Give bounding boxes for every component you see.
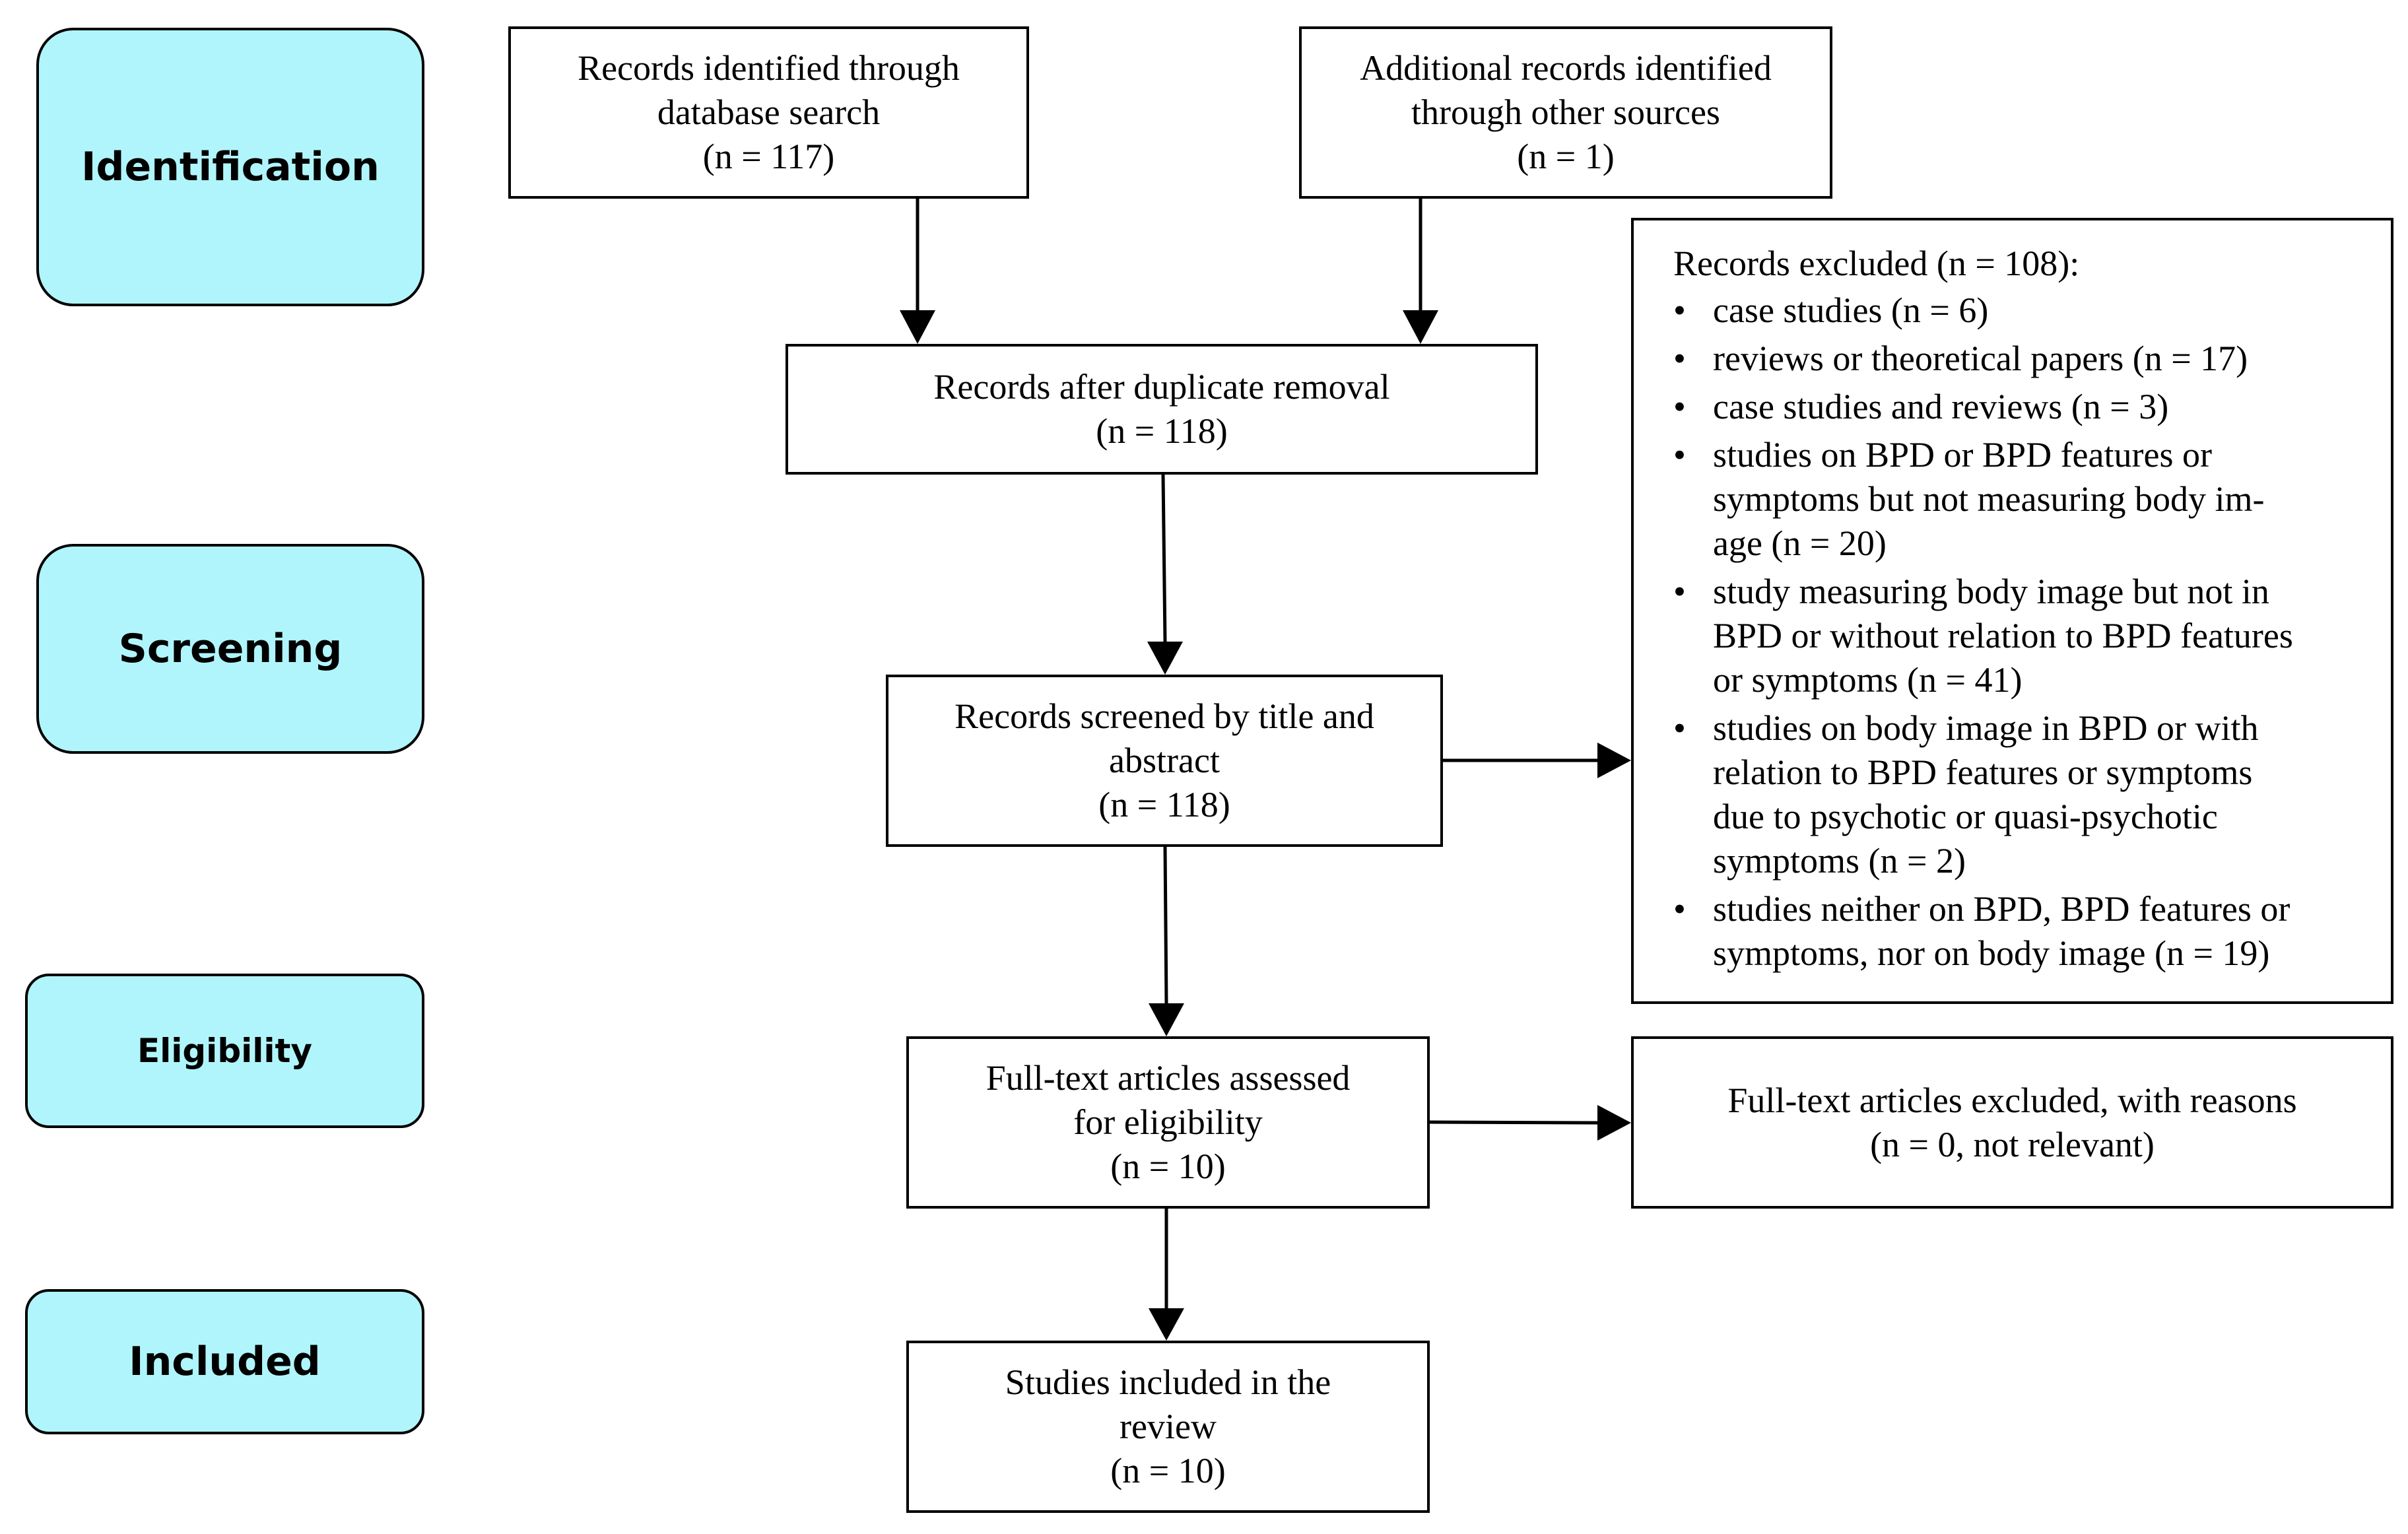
box-line: Records identified through: [578, 48, 960, 88]
box-line: Full-text articles assessed: [986, 1058, 1351, 1098]
arrow-fulltext-to-excluded: [1429, 1120, 1598, 1125]
arrowhead-icon: [900, 310, 935, 344]
box-line: database search: [657, 92, 881, 132]
box-database-search: Records identified through database sear…: [508, 26, 1029, 199]
bullet-icon: •: [1673, 572, 1686, 611]
box-full-text-excluded: Full-text articles excluded, with reason…: [1631, 1036, 2393, 1209]
box-line: Additional records identified: [1360, 48, 1772, 88]
list-item-text: case studies and reviews (n = 3): [1713, 387, 2169, 426]
stage-screening-label: Screening: [118, 626, 343, 672]
bullet-icon: •: [1673, 708, 1686, 748]
list-item: • case studies and reviews (n = 3): [1673, 385, 2364, 429]
records-excluded-list: • case studies (n = 6) • reviews or theore…: [1673, 288, 2364, 976]
box-line: Records after duplicate removal: [933, 367, 1390, 407]
list-item: • studies on BPD or BPD features or sympt…: [1673, 433, 2364, 566]
box-line: (n = 118): [1096, 411, 1228, 451]
list-item: • studies neither on BPD, BPD features or…: [1673, 887, 2364, 976]
box-line: Studies included in the: [1005, 1362, 1331, 1402]
box-line: (n = 118): [1098, 785, 1230, 824]
list-item: • reviews or theoretical papers (n = 17): [1673, 337, 2364, 381]
bullet-icon: •: [1673, 889, 1686, 929]
box-records-excluded: Records excluded (n = 108): • case studie…: [1631, 218, 2393, 1004]
stage-eligibility-label: Eligibility: [137, 1032, 313, 1070]
stage-eligibility: Eligibility: [25, 974, 424, 1128]
box-line: review: [1120, 1407, 1217, 1446]
list-item: • case studies (n = 6): [1673, 288, 2364, 333]
stage-identification: Identification: [36, 28, 424, 306]
list-item-text: study measuring body image but not in BP…: [1713, 572, 2293, 700]
stage-screening: Screening: [36, 544, 424, 754]
box-line: through other sources: [1411, 92, 1720, 132]
bullet-icon: •: [1673, 339, 1686, 378]
bullet-icon: •: [1673, 387, 1686, 426]
records-excluded-heading: Records excluded (n = 108):: [1673, 244, 2080, 283]
list-item-text: case studies (n = 6): [1713, 290, 1989, 330]
box-full-text-assessed: Full-text articles assessed for eligibil…: [906, 1036, 1430, 1209]
arrowhead-icon: [1597, 1105, 1631, 1141]
arrowhead-icon: [1149, 1003, 1184, 1036]
box-line: (n = 1): [1517, 137, 1615, 176]
arrowhead-icon: [1149, 1308, 1184, 1341]
box-line: for eligibility: [1073, 1102, 1263, 1142]
bullet-icon: •: [1673, 290, 1686, 330]
list-item-text: studies on BPD or BPD features or sympto…: [1713, 435, 2265, 563]
bullet-icon: •: [1673, 435, 1686, 475]
box-line: (n = 117): [702, 137, 835, 176]
stage-included: Included: [25, 1289, 424, 1434]
arrowhead-icon: [1597, 743, 1631, 778]
arrowhead-icon: [1403, 310, 1438, 344]
stage-included-label: Included: [129, 1339, 321, 1385]
list-item-text: studies on body image in BPD or with rel…: [1713, 708, 2259, 881]
box-duplicate-removal: Records after duplicate removal (n = 118…: [786, 344, 1538, 475]
arrow-screened-to-fulltext: [1163, 846, 1168, 1004]
list-item: • study measuring body image but not in B…: [1673, 570, 2364, 702]
box-other-sources: Additional records identified through ot…: [1299, 26, 1832, 199]
box-line: Records screened by title and: [954, 696, 1374, 736]
box-line: (n = 10): [1110, 1451, 1226, 1490]
box-included-studies: Studies included in the review (n = 10): [906, 1341, 1430, 1513]
box-screened: Records screened by title and abstract (…: [886, 675, 1443, 847]
arrow-duplicates-to-screened: [1161, 474, 1167, 642]
box-line: (n = 10): [1110, 1147, 1226, 1186]
list-item-text: reviews or theoretical papers (n = 17): [1713, 339, 2248, 378]
box-line: (n = 0, not relevant): [1870, 1124, 2155, 1164]
list-item-text: studies neither on BPD, BPD features or …: [1713, 889, 2291, 973]
box-line: Full-text articles excluded, with reason…: [1727, 1080, 2297, 1120]
list-item: • studies on body image in BPD or with re…: [1673, 706, 2364, 883]
box-line: abstract: [1109, 741, 1220, 780]
arrowhead-icon: [1147, 642, 1183, 675]
stage-identification-label: Identification: [81, 144, 380, 190]
